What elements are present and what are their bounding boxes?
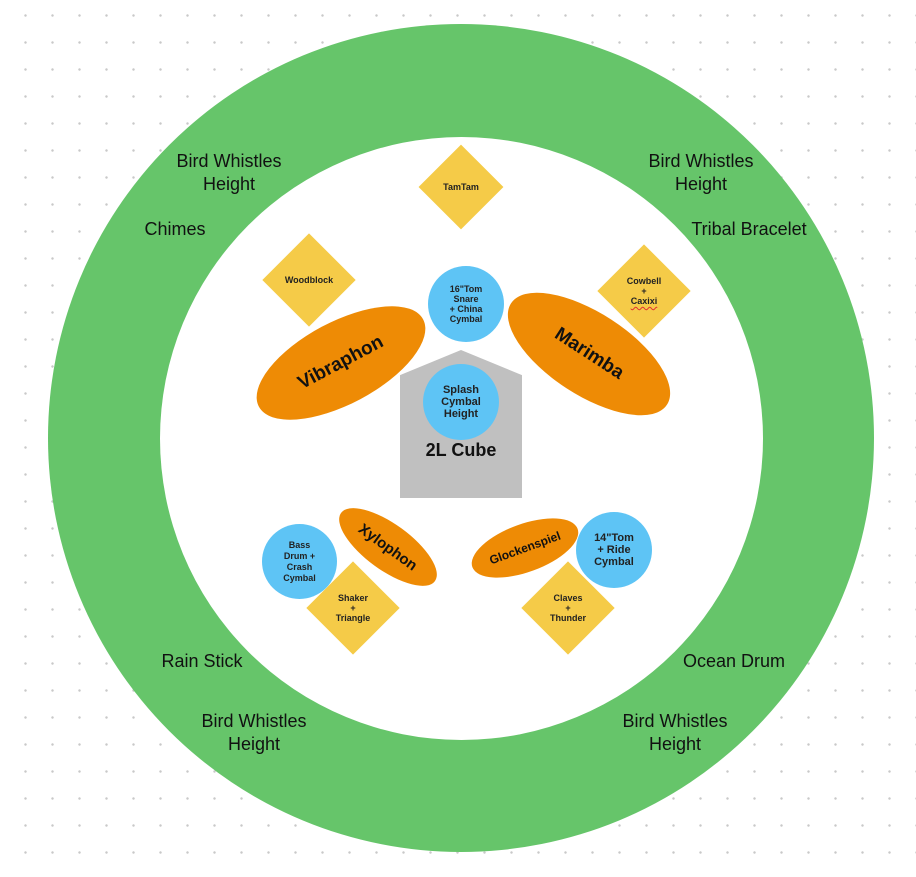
ring-label-rain-stick[interactable]: Rain Stick <box>161 651 243 671</box>
ring-label-chimes[interactable]: Chimes <box>144 219 206 239</box>
diamond-label: Cowbell + Caxixi <box>627 276 662 306</box>
diamond-label: TamTam <box>443 182 479 192</box>
diamond-label: Shaker + Triangle <box>335 593 371 623</box>
diamond-shaker-triangle[interactable]: Shaker + Triangle <box>306 561 400 655</box>
ring-label-tribal-bracelet[interactable]: Tribal Bracelet <box>691 219 807 239</box>
ring-label-ocean-drum[interactable]: Ocean Drum <box>682 651 786 671</box>
circle-bass-drum-crash[interactable]: Bass Drum + Crash Cymbal <box>262 524 337 599</box>
diamond-tamtam[interactable]: TamTam <box>418 144 504 230</box>
circle-14-tom-ride[interactable]: 14"Tom + Ride Cymbal <box>576 512 652 588</box>
ring-label-bird-whistles-bottom-right[interactable]: Bird Whistles Height <box>622 711 728 754</box>
diamond-label-line-spellcheck: Caxixi <box>630 296 658 306</box>
ring-label-bird-whistles-top-left[interactable]: Bird Whistles Height <box>176 151 282 194</box>
stand-label: 2L Cube <box>425 440 497 460</box>
ring-label-bird-whistles-top-right[interactable]: Bird Whistles Height <box>648 151 754 194</box>
diamond-claves-thunder[interactable]: Claves + Thunder <box>521 561 615 655</box>
circle-16-tom-snare-china[interactable]: 16"Tom Snare + China Cymbal <box>428 266 504 342</box>
diamond-cowbell-caxixi[interactable]: Cowbell + Caxixi <box>597 244 691 338</box>
diamond-woodblock[interactable]: Woodblock <box>262 233 356 327</box>
ellipse-label: Marimba <box>550 323 628 384</box>
diamond-label-line: + <box>641 286 647 296</box>
diamond-label: Woodblock <box>284 275 334 285</box>
ellipse-label: Vibraphon <box>294 331 388 394</box>
ring-label-bird-whistles-bottom-left[interactable]: Bird Whistles Height <box>201 711 307 754</box>
diamond-label-line: Cowbell <box>626 276 662 286</box>
diamond-label: Claves + Thunder <box>550 593 586 623</box>
ellipse-label: Glockenspiel <box>487 528 563 568</box>
circle-splash-cymbal[interactable]: Splash Cymbal Height <box>423 364 499 440</box>
